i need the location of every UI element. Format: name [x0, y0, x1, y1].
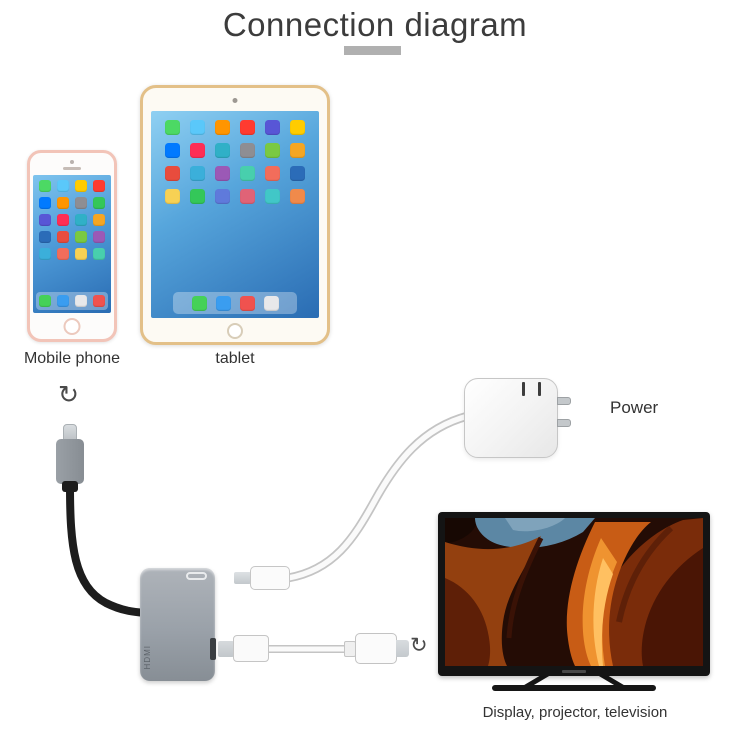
- app-icon: [240, 189, 255, 204]
- power-adapter-prong: [538, 382, 541, 396]
- app-icon: [75, 248, 87, 260]
- app-icon: [165, 143, 180, 158]
- app-icon: [290, 166, 305, 181]
- app-icon: [39, 295, 51, 307]
- app-icon: [75, 295, 87, 307]
- app-icon: [215, 189, 230, 204]
- phone-home-button: [63, 318, 81, 335]
- app-icon: [57, 180, 69, 192]
- phone-dock: [36, 292, 108, 310]
- app-icon: [57, 295, 69, 307]
- page-title: Connection diagram: [222, 6, 528, 43]
- app-icon: [190, 120, 205, 135]
- adapter-lightning-port: [186, 572, 207, 580]
- app-icon: [240, 143, 255, 158]
- power-label: Power: [610, 398, 659, 417]
- adapter-hdmi-port: [210, 638, 216, 660]
- app-icon: [215, 166, 230, 181]
- app-icon: [265, 143, 280, 158]
- tv-screen: [445, 518, 703, 666]
- app-icon: [240, 166, 255, 181]
- tablet-screen: [151, 111, 319, 318]
- power-adapter-prong: [522, 382, 525, 396]
- app-icon: [39, 231, 51, 243]
- app-icon: [75, 197, 87, 209]
- lightning-connector-body: [56, 439, 84, 484]
- app-icon: [165, 120, 180, 135]
- display-label: Display, projector, television: [482, 704, 668, 721]
- app-icon: [190, 143, 205, 158]
- mobile-phone-label: Mobile phone: [23, 350, 121, 367]
- app-icon: [290, 120, 305, 135]
- lightning-connector-boot: [62, 481, 78, 492]
- app-icon: [57, 197, 69, 209]
- app-icon: [165, 189, 180, 204]
- app-icon: [57, 248, 69, 260]
- app-icon: [39, 197, 51, 209]
- app-icon: [290, 189, 305, 204]
- app-icon: [93, 197, 105, 209]
- rotate-icon: ↻: [410, 634, 428, 657]
- app-icon: [240, 120, 255, 135]
- app-icon: [265, 189, 280, 204]
- app-icon: [265, 166, 280, 181]
- lightning-cable: [66, 482, 150, 617]
- tablet-dock: [173, 292, 297, 314]
- tv-illustration: [438, 512, 710, 676]
- app-icon: [190, 189, 205, 204]
- app-icon: [239, 295, 255, 311]
- tv-stand-base: [492, 685, 656, 691]
- app-icon: [263, 295, 279, 311]
- app-icon: [75, 214, 87, 226]
- app-icon: [93, 231, 105, 243]
- app-icon: [265, 120, 280, 135]
- rotate-icon: ↻: [58, 381, 79, 409]
- tv-brand-logo: [562, 670, 586, 673]
- app-icon: [75, 231, 87, 243]
- app-icon: [93, 214, 105, 226]
- power-adapter-side-prong: [557, 419, 571, 427]
- tablet-home-button: [227, 323, 243, 339]
- power-adapter: [464, 378, 571, 458]
- tablet-camera-dot: [232, 98, 238, 103]
- mobile-phone-illustration: [27, 150, 117, 342]
- hdmi-adapter-body: HDMI: [140, 568, 216, 681]
- app-icon: [191, 295, 207, 311]
- tablet-label: tablet: [215, 350, 255, 367]
- app-icon: [39, 248, 51, 260]
- hdmi-connector-body: [233, 635, 269, 662]
- app-icon: [165, 166, 180, 181]
- phone-camera-dot: [70, 160, 74, 164]
- power-adapter-side-prong: [557, 397, 571, 405]
- app-icon: [39, 180, 51, 192]
- phone-speaker: [63, 167, 81, 170]
- app-icon: [215, 120, 230, 135]
- hdmi-connector-tip: [218, 641, 234, 657]
- app-icon: [215, 295, 231, 311]
- power-lightning-plug-body: [250, 566, 290, 590]
- hdmi-connector-body: [355, 633, 397, 664]
- app-icon: [215, 143, 230, 158]
- power-lightning-plug-tip: [234, 572, 251, 584]
- app-icon: [190, 166, 205, 181]
- app-icon: [57, 231, 69, 243]
- phone-screen: [33, 175, 111, 313]
- adapter-hdmi-label: HDMI: [143, 644, 152, 669]
- tablet-app-grid: [151, 120, 319, 204]
- tablet-illustration: [140, 85, 330, 345]
- app-icon: [93, 295, 105, 307]
- phone-app-grid: [33, 180, 111, 260]
- app-icon: [57, 214, 69, 226]
- canyon-image: [445, 518, 703, 666]
- app-icon: [290, 143, 305, 158]
- app-icon: [93, 248, 105, 260]
- title-underline: [344, 46, 401, 55]
- app-icon: [75, 180, 87, 192]
- hdmi-connector-tip: [396, 640, 409, 657]
- app-icon: [93, 180, 105, 192]
- app-icon: [39, 214, 51, 226]
